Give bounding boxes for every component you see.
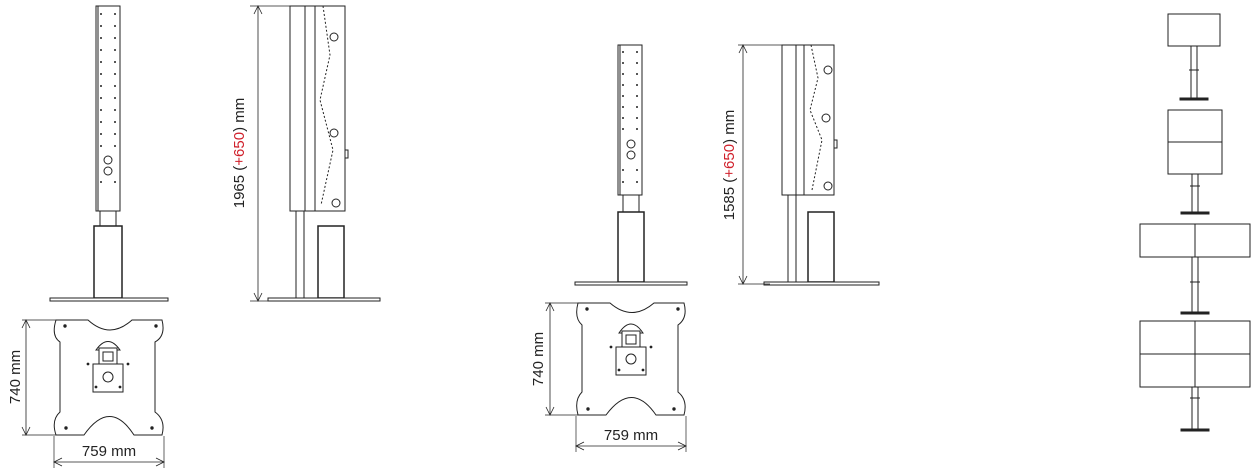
- large-base-plan: [21, 319, 165, 468]
- configuration-2x2: [1139, 320, 1251, 432]
- small-side-view: [738, 44, 880, 286]
- small-side-knob-3: [823, 181, 833, 191]
- small-front-knob-upper: [626, 139, 636, 149]
- large-front-knob-upper: [103, 155, 113, 165]
- small-front-holes: [622, 51, 638, 183]
- large-base-width-label: 759 mm: [82, 443, 136, 460]
- large-side-knob-3: [331, 198, 341, 208]
- large-height-label: 1965 (+650) mm: [231, 98, 248, 209]
- large-front-holes: [100, 13, 116, 183]
- large-side-knob-1: [329, 32, 339, 42]
- configuration-1x2: [1139, 223, 1251, 315]
- large-front-view: [49, 5, 169, 302]
- small-base-plan: [545, 302, 687, 452]
- configuration-2x1: [1167, 109, 1223, 215]
- small-side-knob-1: [823, 65, 833, 75]
- small-base-depth-label: 740 mm: [530, 332, 547, 386]
- small-front-view: [574, 44, 688, 286]
- small-side-knob-2: [821, 113, 831, 123]
- small-height-label: 1585 (+650) mm: [721, 110, 738, 221]
- large-front-knob-lower: [103, 166, 113, 176]
- small-base-width-label: 759 mm: [604, 427, 658, 444]
- small-front-knob-lower: [626, 150, 636, 160]
- large-base-depth-label: 740 mm: [7, 350, 24, 404]
- large-side-view: [250, 5, 381, 302]
- large-side-knob-2: [329, 128, 339, 138]
- configuration-1x1: [1167, 13, 1221, 101]
